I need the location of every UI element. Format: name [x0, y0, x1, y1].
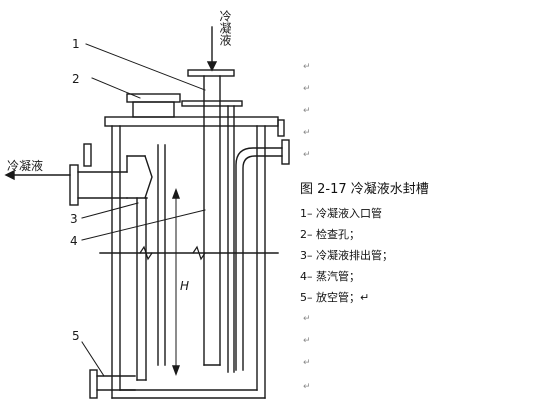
drain-stub	[83, 143, 92, 167]
callout-1-leader	[85, 43, 206, 91]
paragraph-mark: ↵	[303, 314, 311, 324]
callout-1: 1	[72, 37, 80, 51]
legend-item-vent-pipe: 5– 放空管；↵	[300, 291, 370, 304]
paragraph-mark: ↵	[303, 128, 311, 138]
top-cover-plate	[104, 116, 279, 127]
right-stub	[277, 119, 285, 137]
legend-item-outlet-pipe: 3– 冷凝液排出管；	[300, 249, 393, 262]
vent-elbow-outer	[235, 147, 283, 371]
inlet-label: 冷凝液	[218, 10, 232, 46]
paragraph-mark: ↵	[303, 84, 311, 94]
inspection-hole-cover	[126, 93, 181, 103]
paragraph-mark: ↵	[303, 150, 311, 160]
figure-caption: 图 2-17 冷凝液水封槽	[300, 182, 429, 197]
paragraph-mark: ↵	[303, 106, 311, 116]
figure-caption-block: 图 2-17 冷凝液水封槽 1– 冷凝液入口管 2– 检查孔； 3– 冷凝液排出…	[300, 181, 540, 308]
vent-elbow-inner	[242, 155, 283, 371]
dimension-label-h: H	[180, 279, 189, 293]
inspection-hole-neck	[132, 101, 175, 118]
callout-4: 4	[70, 234, 78, 248]
callout-5-leader	[81, 341, 105, 377]
callout-2-leader	[91, 77, 141, 99]
figure-legend: 1– 冷凝液入口管 2– 检查孔； 3– 冷凝液排出管； 4– 蒸汽管； 5– …	[300, 203, 540, 308]
inlet-lower-flange	[181, 100, 243, 107]
inlet-arrow-head	[206, 61, 218, 72]
callout-3: 3	[70, 212, 78, 226]
paragraph-mark: ↵	[303, 382, 311, 392]
callout-5: 5	[72, 329, 80, 343]
callout-4-leader	[81, 209, 206, 241]
callout-3-leader	[81, 202, 139, 219]
outlet-arrow-head	[4, 169, 15, 181]
legend-item-inlet-pipe: 1– 冷凝液入口管	[300, 207, 382, 220]
callout-2: 2	[72, 72, 80, 86]
paragraph-mark: ↵	[303, 358, 311, 368]
vent-flange	[281, 139, 290, 165]
bottom-drain-flange	[89, 369, 98, 399]
paragraph-mark: ↵	[303, 336, 311, 346]
legend-item-steam-pipe: 4– 蒸汽管；	[300, 270, 360, 283]
paragraph-mark: ↵	[303, 62, 311, 72]
inlet-top-flange	[187, 69, 235, 77]
outlet-label: 冷凝液	[7, 158, 43, 173]
legend-item-inspection-hole: 2– 检查孔；	[300, 228, 360, 241]
outlet-flange	[69, 164, 79, 206]
